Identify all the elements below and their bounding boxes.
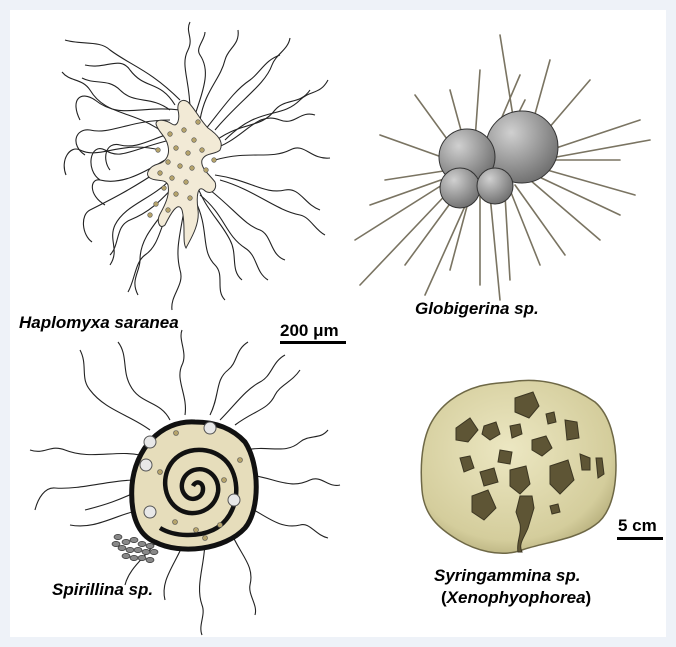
- xenophyophorea-text: Xenophyophorea: [447, 588, 586, 607]
- spirillina-label: Spirillina sp.: [52, 580, 153, 600]
- xenophyophorea-label: (Xenophyophorea): [441, 588, 591, 608]
- scale-label-200um: 200 μm: [280, 321, 339, 341]
- globigerina-chamber-small-right: [477, 168, 513, 204]
- syringammina-illustration: [421, 380, 616, 553]
- figure-panel: Haplomyxa saranea Globigerina sp. Spiril…: [10, 10, 666, 637]
- haplomyxa-illustration: [62, 22, 330, 310]
- scale-bar-200um: [280, 341, 346, 344]
- globigerina-chamber-small-left: [440, 168, 480, 208]
- globigerina-label: Globigerina sp.: [415, 299, 539, 319]
- syringammina-label: Syringammina sp.: [434, 566, 580, 586]
- scale-label-5cm: 5 cm: [618, 516, 657, 536]
- globigerina-illustration: [355, 35, 650, 300]
- scale-bar-5cm: [617, 537, 663, 540]
- haplomyxa-label: Haplomyxa saranea: [19, 313, 179, 333]
